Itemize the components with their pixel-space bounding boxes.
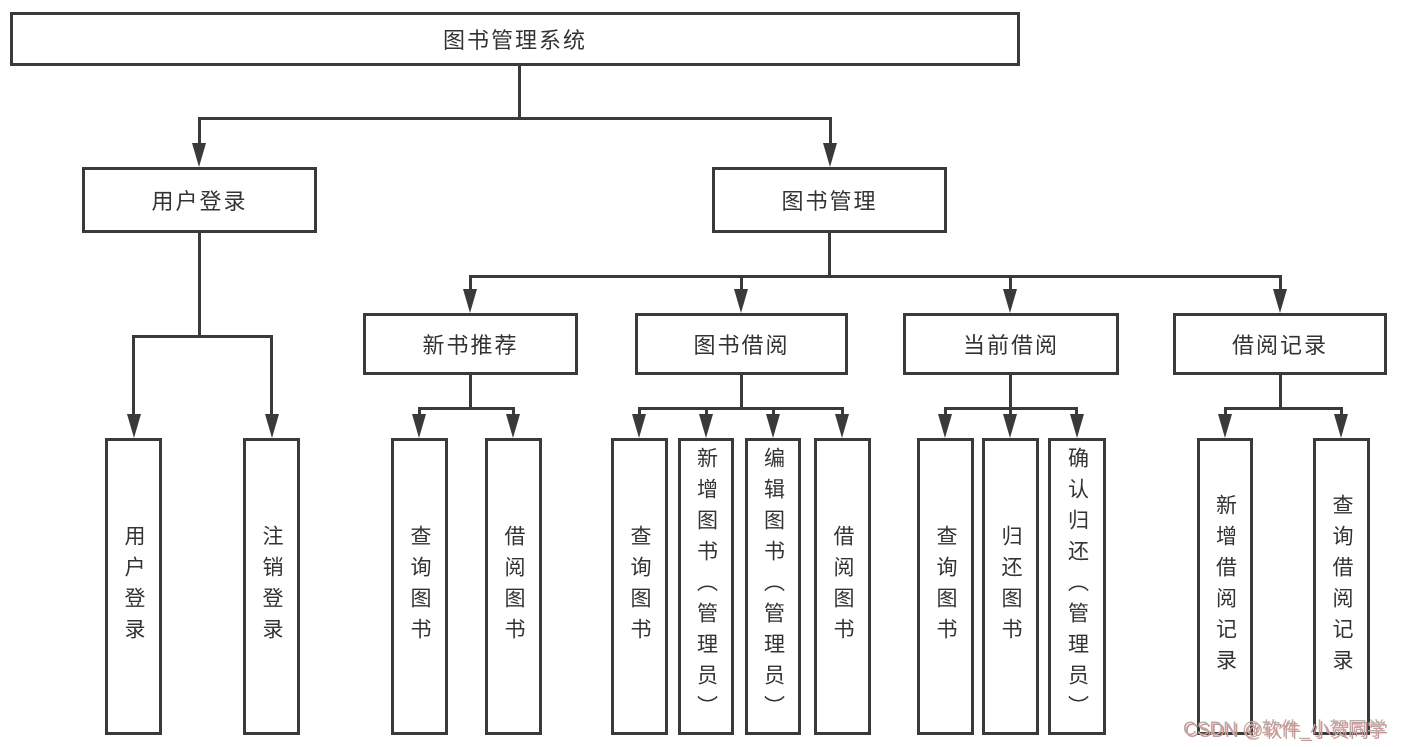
leaf-borrow-books: 借阅图书 [814,438,871,735]
connector-line [944,407,947,419]
arrowhead-icon [835,414,849,438]
connector-line [198,117,201,147]
arrowhead-icon [1070,414,1084,438]
arrowhead-icon [938,414,952,438]
arrowhead-icon [506,414,520,438]
arrowhead-icon [1218,414,1232,438]
leaf-return-book: 归还图书 [982,438,1039,735]
arrowhead-icon [1273,289,1287,313]
arrowhead-icon [766,414,780,438]
leaf-user-login: 用户登录 [105,438,162,735]
arrowhead-icon [632,414,646,438]
connector-line [1009,407,1012,419]
connector-line [1340,407,1343,419]
connector-line [512,407,515,419]
arrowhead-icon [823,143,837,167]
leaf-add-book-admin: 新增图书（管理员） [678,438,734,735]
connector-line [841,407,844,419]
connector-line [1279,375,1282,410]
node-current-borrow: 当前借阅 [903,313,1119,375]
connector-line [1279,275,1282,293]
node-borrow-records: 借阅记录 [1173,313,1387,375]
connector-line [740,375,743,410]
arrowhead-icon [192,143,206,167]
leaf-query-books-current: 查询图书 [917,438,974,735]
arrowhead-icon [699,414,713,438]
connector-line [469,275,1281,278]
leaf-add-borrow-record: 新增借阅记录 [1197,438,1253,735]
connector-line [132,335,135,417]
connector-line [518,66,521,120]
connector-line [1224,407,1227,419]
connector-line [740,275,743,293]
leaf-query-borrow-record: 查询借阅记录 [1313,438,1370,735]
leaf-borrow-books-recommend: 借阅图书 [485,438,542,735]
csdn-watermark: CSDN @软件_小贺同学 [1183,719,1386,740]
arrowhead-icon [1334,414,1348,438]
leaf-query-books-recommend: 查询图书 [391,438,448,735]
node-book-borrow: 图书借阅 [635,313,848,375]
connector-line [638,407,844,410]
node-book-management: 图书管理 [712,167,947,233]
connector-line [418,407,515,410]
leaf-edit-book-admin: 编辑图书（管理员） [745,438,801,735]
connector-line [1075,407,1078,419]
leaf-query-books-borrow: 查询图书 [611,438,668,735]
connector-line [198,117,832,120]
connector-line [705,407,708,419]
connector-line [469,375,472,410]
node-library-management-system: 图书管理系统 [10,12,1020,66]
leaf-confirm-return-admin: 确认归还（管理员） [1048,438,1106,735]
connector-line [829,117,832,147]
arrowhead-icon [412,414,426,438]
leaf-logout-login: 注销登录 [243,438,300,735]
connector-line [270,335,273,417]
connector-line [132,335,273,338]
connector-line [418,407,421,419]
arrowhead-icon [1003,414,1017,438]
node-new-book-recommend: 新书推荐 [363,313,578,375]
connector-line [198,233,201,338]
connector-line [1009,375,1012,410]
arrowhead-icon [1003,289,1017,313]
arrowhead-icon [127,414,141,438]
connector-line [828,233,831,278]
node-user-login: 用户登录 [82,167,317,233]
arrowhead-icon [265,414,279,438]
arrowhead-icon [734,289,748,313]
connector-line [469,275,472,293]
connector-line [1224,407,1343,410]
connector-line [638,407,641,419]
connector-line [1009,275,1012,293]
arrowhead-icon [463,289,477,313]
connector-line [772,407,775,419]
